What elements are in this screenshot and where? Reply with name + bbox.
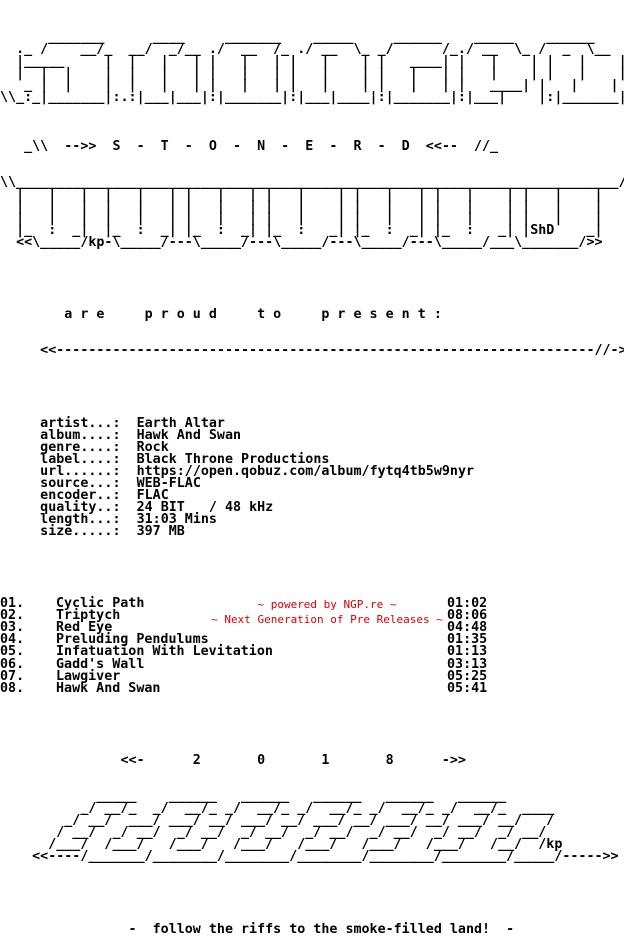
ascii-art-line: |_ : _| |_ : _| |_ : _| |_ : _| |_ : _| …	[0, 222, 603, 238]
ascii-art-line: | | | | | | | | | | | | | | | | | | | | …	[0, 210, 603, 226]
info-label: genre....:	[0, 439, 121, 455]
footer: ~ powered by NGP.re ~ ~ Next Generation …	[0, 597, 624, 627]
track-row: 01. Cyclic Path 01:02	[0, 596, 624, 612]
track-duration: 08:06	[447, 608, 488, 624]
track-title: Hawk And Swan	[56, 680, 161, 696]
ascii-art-line: _/ __/_ _/ __/_ _/ __/_ _/ __/_ _/ __/_ …	[0, 801, 555, 817]
info-row: quality..: 24 BIT / 48 kHz	[0, 499, 624, 515]
info-row: source...: WEB-FLAC	[0, 475, 624, 491]
info-row: size.....: 397 MB	[0, 524, 624, 540]
ascii-art-line: <<----/_______/________/________/_______…	[0, 849, 619, 865]
ascii-art-line: <<\_____/kp-\_____/---\_____/---\_____/-…	[0, 234, 603, 250]
nfo-document: _______ ____ _______ _____ ______ _____ …	[0, 8, 624, 948]
info-label: quality..:	[0, 499, 121, 515]
track-row: 02. Triptych 08:06	[0, 608, 624, 624]
tagline: - follow the riffs to the smoke-filled l…	[0, 921, 515, 937]
ascii-art-line: _____ ______ ______ ______ ______ ______	[0, 789, 507, 805]
ascii-art-line: _______ ____ _______ _____ ______ _____ …	[0, 30, 595, 46]
track-duration: 01:35	[447, 632, 488, 648]
ascii-art-line: /___/ /___/ /___/ /___/ /___/ /___/ /___…	[0, 837, 563, 853]
ascii-art-line: | | | | | | | | | | | | | | | | | | | | …	[0, 66, 624, 82]
info-label: album....:	[0, 427, 121, 443]
info-value: Hawk And Swan	[136, 427, 242, 443]
track-duration: 05:41	[447, 680, 488, 696]
info-label: length...:	[0, 511, 121, 527]
info-row: album....: Hawk And Swan	[0, 427, 624, 443]
info-value: 24 BIT / 48 kHz	[136, 499, 274, 515]
track-title: Gadd's Wall	[56, 656, 145, 672]
track-duration: 01:13	[447, 644, 488, 660]
info-label: encoder..:	[0, 487, 121, 503]
track-number: 08.	[0, 680, 25, 696]
track-title: Lawgiver	[56, 668, 121, 684]
ascii-art-line: \\_:_|_______|:.:|___|___|:|_______|:|__…	[0, 90, 624, 106]
ascii-art-line	[0, 104, 624, 116]
ascii-art-line: \\______________________________________…	[0, 174, 624, 190]
info-value: https://open.qobuz.com/album/fytq4tb5w9n…	[136, 463, 475, 479]
info-value: WEB-FLAC	[136, 475, 201, 491]
info-row: genre....: Rock	[0, 439, 624, 455]
track-number: 03.	[0, 620, 25, 636]
track-row: 04. Preluding Pendulums 01:35	[0, 632, 624, 648]
track-row: 03. Red Eye 04:48	[0, 620, 624, 636]
track-title: Triptych	[56, 608, 121, 624]
release-info: artist...: Earth Altar album....: Hawk A…	[0, 415, 624, 540]
track-title: Red Eye	[56, 620, 113, 636]
footer-tagline: ~ Next Generation of Pre Releases ~	[211, 613, 443, 626]
ascii-art-line: / __/ _/ __/ _/ __/ _/ __/ _/ __/ _/ __/…	[0, 825, 547, 841]
info-value: Black Throne Productions	[136, 451, 330, 467]
track-duration: 05:25	[447, 668, 488, 684]
ascii-art-line: _/ __/ ___/ ___/ __/ ___/ __/ ___/ __/ _…	[0, 813, 555, 829]
track-duration: 03:13	[447, 656, 488, 672]
track-number: 02.	[0, 608, 25, 624]
ascii-art-line: | | | | | | | | | | | | | | | | | | | | …	[0, 198, 603, 214]
info-row: encoder..: FLAC	[0, 487, 624, 503]
present-line: a r e p r o u d t o p r e s e n t :	[0, 307, 442, 323]
info-value: 397 MB	[136, 524, 185, 540]
year-line: <<- 2 0 1 8 ->>	[0, 752, 466, 768]
info-label: size.....:	[0, 524, 121, 540]
info-row: label....: Black Throne Productions	[0, 451, 624, 467]
release-group-title: _\\ -->> S - T - O - N - E - R - D <<-- …	[0, 138, 499, 154]
ascii-art-year: _____ ______ ______ ______ ______ ______…	[0, 789, 624, 865]
info-label: source...:	[0, 475, 121, 491]
track-row: 08. Hawk And Swan 05:41	[0, 680, 624, 696]
track-duration: 01:02	[447, 596, 488, 612]
info-value: Rock	[136, 439, 169, 455]
track-title: Preluding Pendulums	[56, 632, 209, 648]
ascii-art-header: _______ ____ _______ _____ ______ _____ …	[0, 30, 624, 116]
ascii-art-line: _ | | | | | | | | | | | | | | | | ____| …	[0, 78, 619, 94]
divider-line: <<--------------------------------------…	[0, 343, 624, 359]
ascii-art-header-lower: \\______________________________________…	[0, 174, 624, 250]
ascii-art-line: |_____ | | | | | | | | | | | ____| | | |…	[0, 54, 624, 70]
info-label: label....:	[0, 451, 121, 467]
info-label: artist...:	[0, 415, 121, 431]
track-number: 04.	[0, 632, 25, 648]
track-title: Infatuation With Levitation	[56, 644, 273, 660]
info-value: Earth Altar	[136, 415, 225, 431]
info-value: FLAC	[136, 487, 169, 503]
info-row: length...: 31:03 Mins	[0, 511, 624, 527]
ascii-art-line: | | | | | | | | | | | | | | | | | | | | …	[0, 186, 603, 202]
info-label: url......:	[0, 463, 121, 479]
ascii-art-line: ._ / __/_ __/ _/__ ./ __ /_ ./ __ \_ _/ …	[0, 42, 611, 58]
footer-powered-by: ~ powered by NGP.re ~	[257, 598, 397, 611]
info-row: url......: https://open.qobuz.com/album/…	[0, 463, 624, 479]
track-number: 01.	[0, 596, 25, 612]
track-duration: 04:48	[447, 620, 488, 636]
info-row: artist...: Earth Altar	[0, 415, 624, 431]
track-title: Cyclic Path	[56, 596, 145, 612]
info-value: 31:03 Mins	[136, 511, 217, 527]
